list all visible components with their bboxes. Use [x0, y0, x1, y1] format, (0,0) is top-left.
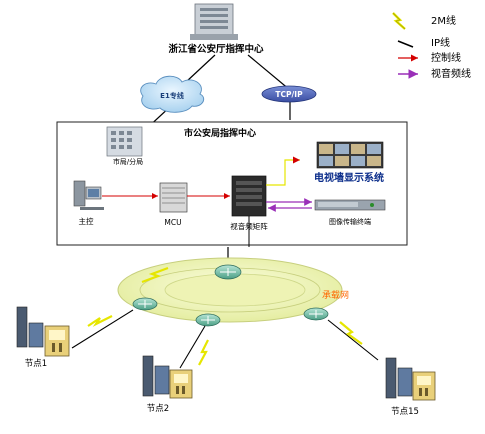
node-2: 节点2: [142, 355, 193, 414]
city-internal-links: [102, 156, 312, 247]
lightning-icon: [198, 339, 209, 366]
legend-label-av: 视音频线: [431, 67, 471, 80]
legend-ip-line: IP线: [397, 36, 450, 49]
node-15: 节点15: [385, 357, 436, 417]
av-line-to-tvwall: [266, 156, 300, 186]
e1-label: E1专线: [160, 91, 184, 100]
node-links: [71, 266, 379, 369]
lightning-icon: [339, 321, 363, 345]
ring-label: 承载网: [322, 289, 349, 301]
router-right: [303, 307, 329, 321]
router-left: [132, 297, 158, 311]
hq-title: 浙江省公安厅指挥中心: [168, 43, 264, 55]
hq-building: 浙江省公安厅指挥中心: [168, 3, 264, 55]
mcu-icon: [159, 182, 188, 213]
main-control: 主控: [73, 180, 104, 226]
backbone-network: 承载网: [117, 247, 349, 327]
legend-control-line: 控制线: [398, 51, 461, 64]
city-building: 市局/分局: [106, 126, 143, 166]
node-label: 节点15: [391, 407, 419, 417]
lightning-outline-icon: [392, 12, 406, 30]
ip-line-icon: [397, 40, 414, 48]
server-rack-icon: [16, 306, 28, 348]
mcu-label: MCU: [164, 218, 181, 227]
ip-link-node15: [327, 319, 379, 361]
node-1: 节点1: [16, 306, 70, 369]
e1-cloud: E1专线: [140, 75, 205, 113]
router-top: [214, 264, 242, 280]
tcpip-link-badge: TCP/IP: [261, 85, 317, 103]
image-terminal: 图像传输终端: [314, 199, 386, 226]
legend-label-ip: IP线: [431, 36, 450, 49]
lightning-icon: [87, 315, 113, 327]
ring-inner: [164, 273, 306, 307]
city-title: 市公安局指挥中心: [184, 127, 256, 139]
legend-label-control: 控制线: [431, 51, 461, 64]
node-label: 节点2: [147, 404, 169, 414]
tv-wall-label: 电视墙显示系统: [314, 171, 384, 184]
node-label: 节点1: [25, 359, 47, 369]
legend-label-2m: 2M线: [431, 14, 456, 27]
tcpip-oval: [261, 85, 317, 103]
city-command-center-panel: 市公安局指挥中心 市局/分局 电视墙显示系统: [56, 121, 408, 247]
lightning-icon: [392, 12, 406, 30]
cloud-icon: [140, 75, 205, 113]
lightning-icon: [141, 266, 169, 284]
server-rack-icon: [142, 355, 154, 397]
image-terminal-label: 图像传输终端: [329, 217, 371, 226]
legend-2m-line: 2M线: [392, 12, 456, 30]
mcu: MCU: [159, 182, 188, 227]
av-matrix: 视音频矩阵: [230, 175, 268, 231]
server-rack-icon: [385, 357, 397, 399]
tcpip-label: TCP/IP: [275, 90, 303, 99]
ip-link-node1: [71, 309, 134, 349]
legend: 2M线 IP线 控制线 视音频线: [392, 12, 471, 80]
router-bottom: [195, 313, 221, 327]
hq-to-tcpip-link: [247, 54, 291, 91]
main-control-label: 主控: [79, 216, 94, 226]
legend-av-line: 视音频线: [398, 67, 471, 80]
pc-tower-icon: [73, 180, 86, 207]
city-building-label: 市局/分局: [113, 157, 143, 166]
ip-link-node2: [179, 325, 206, 369]
tv-wall: 电视墙显示系统: [314, 141, 384, 184]
